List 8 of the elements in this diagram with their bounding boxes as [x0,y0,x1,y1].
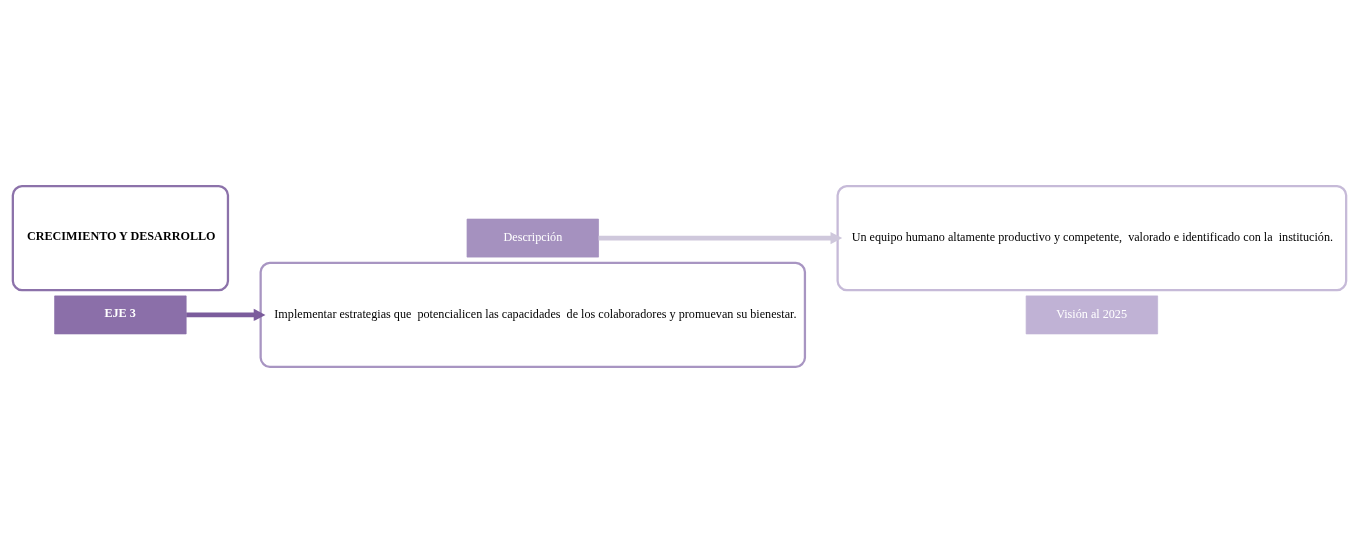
node-box: Un equipo humano altamente productivo y competente, valorado e identificado con la institución. [836,184,1348,291]
node-box: Visión al 2025 [1025,295,1159,334]
arrow [186,308,266,321]
node-box: Implementar estrategias que potencialicen las capacidades de los colaboradores y promuevan su bienestar. [259,261,807,368]
node-box: CRECIMIENTO Y DESARROLLO [11,184,230,291]
arrow [598,231,843,244]
node-box: EJE 3 [54,295,187,334]
node-box: Descripción [466,218,599,257]
